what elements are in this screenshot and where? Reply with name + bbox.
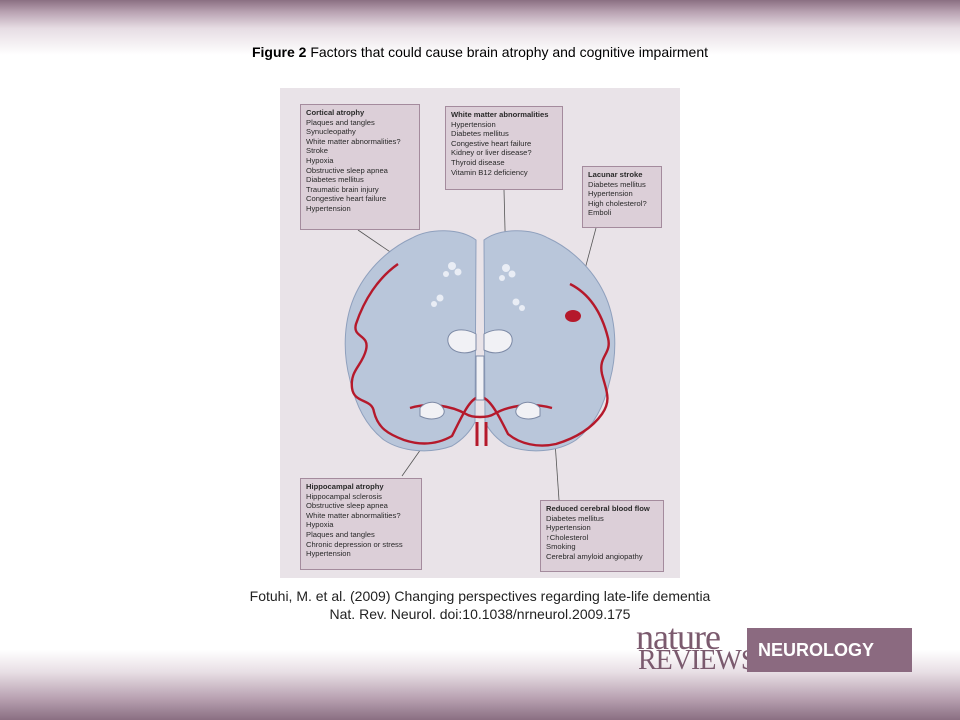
brain-diagram: Cortical atrophy Plaques and tangles Syn… [280, 88, 680, 578]
citation-line-1: Fotuhi, M. et al. (2009) Changing perspe… [249, 588, 711, 604]
list-item: Hippocampal sclerosis [306, 491, 382, 501]
figure-label: Figure 2 [251, 44, 307, 60]
left-hemisphere [344, 230, 477, 452]
list-item: Hypoxia [306, 155, 334, 165]
lacunar-stroke-spot [565, 310, 581, 322]
left-ventricle [447, 329, 477, 354]
list-item: High cholesterol? [588, 198, 647, 208]
list-item: Smoking [546, 542, 576, 552]
lesion [431, 301, 437, 307]
nature-logo-text: nature [636, 617, 721, 657]
box-heading: Lacunar stroke [588, 170, 643, 179]
list-item: Vitamin B12 deficiency [451, 167, 528, 177]
reviews-logo-text: REVIEWS [638, 645, 756, 676]
white-matter-box: White matter abnormalities Hypertension … [445, 106, 563, 190]
list-item: White matter abnormalities? [306, 136, 401, 146]
list-item: Obstructive sleep apnea [306, 165, 388, 175]
list-item: Kidney or liver disease? [451, 148, 532, 158]
lesion [454, 268, 462, 276]
box-heading: Hippocampal atrophy [306, 482, 384, 491]
list-item: Diabetes mellitus [451, 129, 509, 139]
list-item: Diabetes mellitus [588, 179, 646, 189]
journal-name-band: NEUROLOGY [747, 628, 912, 672]
lesion [443, 271, 449, 277]
lesion [499, 275, 505, 281]
carotid-vessels [475, 422, 488, 446]
list-item: Plaques and tangles [306, 117, 375, 127]
list-item: Hypertension [306, 203, 351, 213]
third-ventricle [475, 355, 485, 401]
lesion [519, 305, 525, 311]
list-item: Stroke [306, 146, 328, 156]
list-item: Cerebral amyloid angiopathy [546, 551, 643, 561]
list-item: Traumatic brain injury [306, 184, 379, 194]
lesion [436, 294, 444, 302]
list-item: Diabetes mellitus [306, 175, 364, 185]
list-item: Hypertension [451, 119, 496, 129]
lesion [512, 298, 520, 306]
right-hippocampus [515, 401, 541, 420]
ventricles [419, 329, 541, 420]
box-heading: Cortical atrophy [306, 108, 365, 117]
list-item: Chronic depression or stress [306, 539, 403, 549]
figure-title-text: Factors that could cause brain atrophy a… [310, 44, 708, 60]
list-item: Congestive heart failure [306, 194, 387, 204]
list-item: Hypertension [588, 189, 633, 199]
figure-title: Figure 2 Factors that could cause brain … [0, 44, 960, 60]
cortical-atrophy-box: Cortical atrophy Plaques and tangles Syn… [300, 104, 420, 230]
right-ventricle [483, 329, 513, 354]
lesion [448, 262, 456, 270]
brain-body [344, 230, 616, 452]
list-item: Emboli [588, 208, 612, 218]
list-item: ↑Cholesterol [546, 532, 589, 542]
box-heading: White matter abnormalities [451, 110, 549, 119]
blood-flow-box: Reduced cerebral blood flow Diabetes mel… [540, 500, 664, 572]
list-item: Plaques and tangles [306, 529, 375, 539]
list-item: Hypoxia [306, 520, 334, 530]
citation-line-2: Nat. Rev. Neurol. doi:10.1038/nrneurol.2… [329, 606, 631, 622]
box-heading: Reduced cerebral blood flow [546, 504, 650, 513]
list-item: Thyroid disease [451, 157, 505, 167]
left-cortical-vessel [350, 263, 477, 445]
list-item: White matter abnormalities? [306, 510, 401, 520]
list-item: Hypertension [306, 549, 351, 559]
left-hippocampus [419, 401, 445, 420]
lesion [508, 270, 516, 278]
list-item: Obstructive sleep apnea [306, 501, 388, 511]
right-hemisphere [483, 230, 616, 452]
list-item: Hypertension [546, 523, 591, 533]
list-item: Synucleopathy [306, 127, 356, 137]
lesion [502, 264, 510, 272]
right-cortical-vessel [483, 282, 610, 447]
white-matter-lesions [431, 262, 525, 311]
hippocampal-atrophy-box: Hippocampal atrophy Hippocampal sclerosi… [300, 478, 422, 570]
brain-illustration [344, 189, 616, 501]
lacunar-stroke-box: Lacunar stroke Diabetes mellitus Hyperte… [582, 166, 662, 228]
list-item: Congestive heart failure [451, 138, 532, 148]
list-item: Diabetes mellitus [546, 513, 604, 523]
